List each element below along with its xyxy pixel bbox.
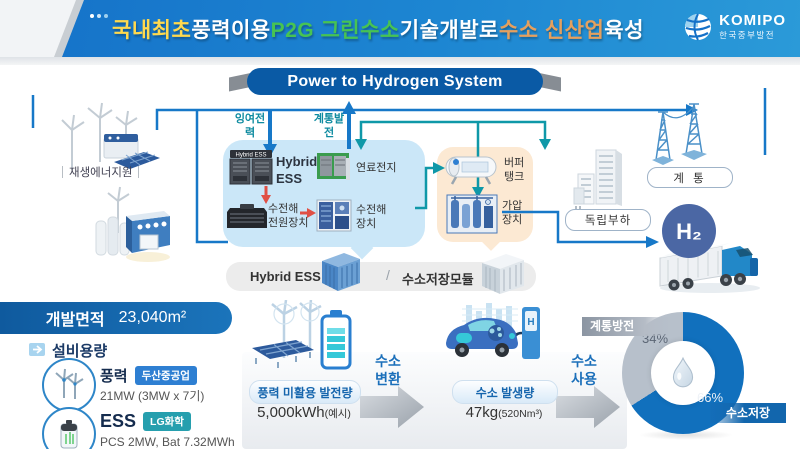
power-plant-illustration <box>95 186 170 262</box>
tick-left <box>62 166 63 178</box>
title-part-2: 풍력이용 <box>191 18 271 42</box>
hybrid-ess-label: Hybrid ESS <box>276 154 318 186</box>
wind-unused-note: (예시) <box>324 408 351 420</box>
wind-vendor-badge: 두산중공업 <box>134 366 197 385</box>
flow-arrow-2 <box>556 386 620 428</box>
ess-capacity-row: ESS LG화학 <box>100 411 191 432</box>
svg-text:Hybrid ESS: Hybrid ESS <box>235 153 266 159</box>
wind-unused-pill: 풍력 미활용 발전량 <box>249 380 361 404</box>
storage-bar-divider: / <box>386 267 390 283</box>
hybrid-ess-equipment: Hybrid ESS <box>229 150 273 185</box>
tick-right <box>138 166 140 178</box>
h2-usage-label: 수소 사용 <box>571 353 597 388</box>
h2-output-pill: 수소 발생량 <box>452 380 558 404</box>
title-part-3: P2G 그린수소 <box>270 18 400 42</box>
header-bar: 국내최초 풍력이용 P2G 그린수소 기술개발로 수소 신산업 육성 KOMIP… <box>0 0 800 57</box>
surplus-power-label: 잉여전 력 <box>234 113 266 140</box>
komipo-globe-icon <box>685 13 712 41</box>
svg-text:H₂: H₂ <box>676 219 702 244</box>
header-dots <box>90 14 108 18</box>
wind-unused-value: 5,000kWh(예시) <box>249 404 359 421</box>
buildings-illustration <box>573 149 622 210</box>
wind-unused-amount: 5,000kWh <box>257 404 325 421</box>
komipo-logo: KOMIPO 한국중부발전 <box>683 12 786 42</box>
ess-spec: PCS 2MW, Bat 7.32MWh <box>100 435 235 449</box>
independent-load-pill: 독립부하 <box>565 209 651 231</box>
white-container-illustration <box>482 254 524 294</box>
electrolyzer-label: 수전해 장치 <box>356 204 387 231</box>
fuel-cell-equipment <box>317 153 350 180</box>
h2-badge: H₂ <box>662 204 728 258</box>
blue-slice-pct: 66% <box>697 390 724 405</box>
header-blue-band <box>62 0 800 57</box>
storage-bar-left-label: Hybrid ESS <box>250 269 321 284</box>
dev-area-bar: 개발면적 23,040m² <box>0 302 232 334</box>
electrolysis-power-equipment <box>227 204 267 228</box>
capacity-title: 설비용량 <box>52 343 108 360</box>
donut-center <box>651 341 715 405</box>
ess-vendor-badge: LG화학 <box>143 412 191 431</box>
grid-discharge-banner: 계통방전 <box>582 317 672 336</box>
svg-text:H: H <box>527 317 534 328</box>
title-part-6: 육성 <box>604 18 644 42</box>
title-part-4: 기술개발로 <box>399 18 499 42</box>
fuel-cell-car-illustration: H <box>446 303 540 359</box>
logo-name: KOMIPO <box>719 11 786 29</box>
flow-arrow-1 <box>360 386 424 428</box>
header-divider <box>0 57 800 65</box>
h2-output-amount: 47kg <box>465 404 499 421</box>
ess-capacity-circle <box>42 407 96 449</box>
dev-area-label: 개발면적 <box>45 312 105 329</box>
buffer-tank-label: 버퍼 탱크 <box>504 157 525 184</box>
transmission-towers-illustration <box>652 103 707 165</box>
title-part-1: 국내최초 <box>112 18 192 42</box>
wind-battery-illustration <box>252 300 352 370</box>
donut-shadow <box>638 430 734 440</box>
renewable-label: 재생에너지원 <box>69 167 133 179</box>
grid-pill: 계 통 <box>647 167 733 188</box>
fuel-cell-label: 연료전지 <box>356 162 397 174</box>
dev-area-value: 23,040m² <box>118 309 187 326</box>
wind-spec: 21MW (3MW x 7기) <box>100 389 205 403</box>
storage-bar-right-label: 수소저장모듈 <box>402 272 474 287</box>
battery-icon <box>60 420 78 449</box>
capacity-arrow-icon <box>29 343 45 356</box>
wind-turbine-icon <box>55 368 84 399</box>
wind-capacity-row: 풍력 두산중공업 <box>100 365 197 386</box>
page-title: 국내최초 풍력이용 P2G 그린수소 기술개발로 수소 신산업 육성 <box>88 0 668 57</box>
water-droplet-icon <box>672 356 694 388</box>
grid-generation-label: 계통발 전 <box>313 113 345 140</box>
wind-name: 풍력 <box>100 368 128 385</box>
wind-solar-illustration <box>61 102 160 170</box>
ess-name: ESS <box>100 411 137 431</box>
pressurizer-equipment <box>446 194 498 234</box>
title-part-5: 수소 신산업 <box>498 18 605 42</box>
logo-subtitle: 한국중부발전 <box>719 30 776 41</box>
buffer-tank-equipment <box>445 156 497 185</box>
h2-output-value: 47kg(520Nm³) <box>452 404 556 421</box>
h2-conversion-label: 수소 변환 <box>375 353 401 388</box>
system-banner: Power to Hydrogen System <box>247 68 543 95</box>
renewable-label-group: 재생에너지원 <box>62 164 140 180</box>
pressurizer-label: 가압 장치 <box>502 200 523 227</box>
h2-output-note: (520Nm³) <box>498 408 543 420</box>
wind-capacity-circle <box>42 358 96 412</box>
electrolyzer-equipment <box>316 199 352 232</box>
h2-storage-banner: 수소저장 <box>710 403 786 423</box>
blue-container-illustration <box>322 253 360 291</box>
electrolysis-psu-label: 수전해 전원장치 <box>268 203 309 230</box>
